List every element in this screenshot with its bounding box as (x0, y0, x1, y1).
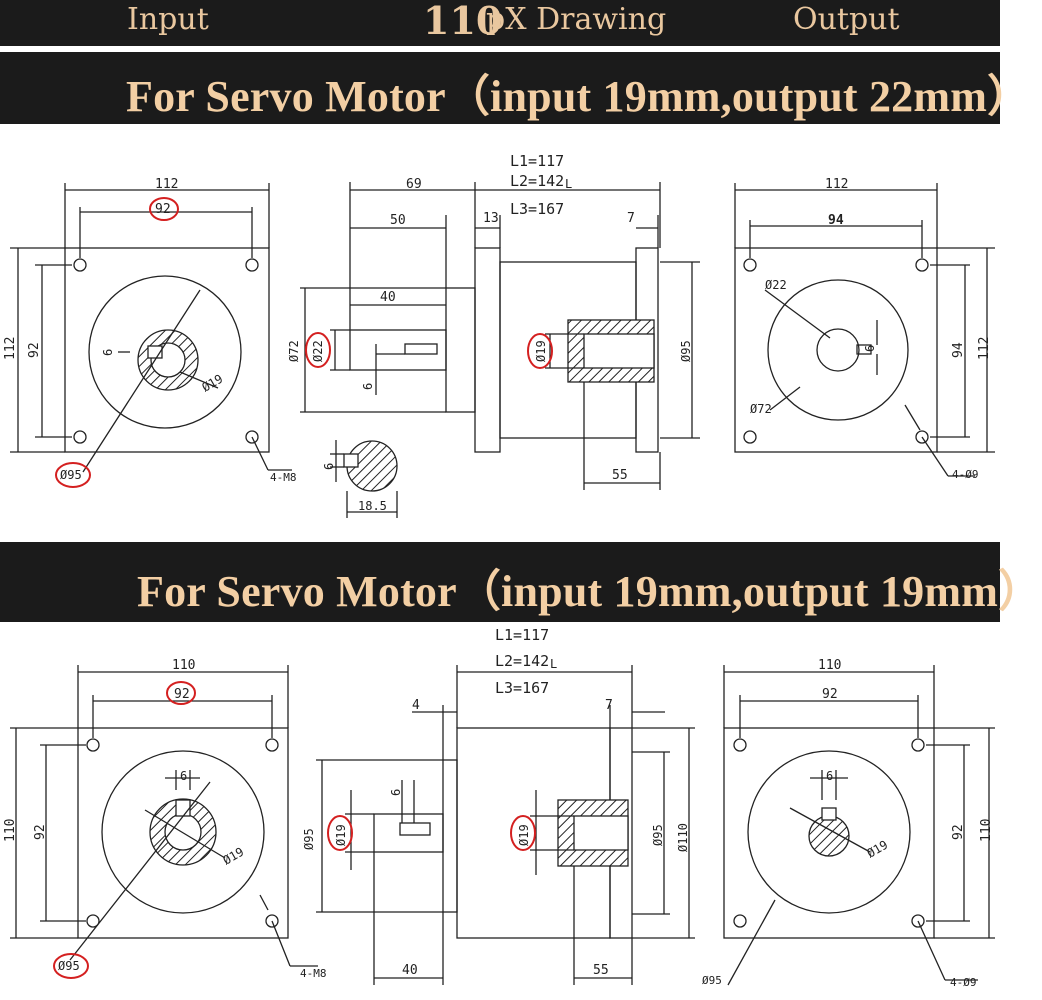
s1-in-key: 6 (101, 349, 115, 356)
s2-key6: 6 (389, 789, 403, 796)
s1-sec-width: 18.5 (358, 499, 387, 513)
s2-L-unit: L (550, 657, 557, 671)
s2-out-holes: 4-Ø9 (950, 976, 977, 989)
s1-out-d72: Ø72 (750, 402, 772, 416)
header-band (0, 0, 1000, 46)
s1-in-pilot: Ø95 (60, 468, 82, 482)
s2-input-face (10, 665, 318, 967)
s2-in-height: 110 (3, 819, 18, 842)
s1-in-bolt-v: 92 (27, 342, 42, 358)
s2-len7: 7 (605, 698, 613, 713)
s2-L1: L1=117 (495, 626, 549, 644)
s1-d72: Ø72 (287, 340, 301, 362)
section1-title-band (0, 52, 1000, 124)
s1-input-face (10, 183, 292, 473)
s2-in-bolt-v: 92 (33, 824, 48, 840)
s1-len7: 7 (627, 211, 635, 226)
s1-in-bore: Ø19 (200, 372, 226, 395)
s2-in-bore: Ø19 (221, 845, 247, 868)
s2-in-pilot: Ø95 (58, 959, 80, 973)
drawing-number: 110 (423, 0, 503, 43)
s2-out-pilot: Ø95 (702, 974, 722, 987)
s2-len40: 40 (402, 963, 418, 978)
s1-out-width: 112 (825, 177, 848, 192)
s1-output-face (734, 183, 995, 477)
s2-out-bolt: 92 (822, 687, 838, 702)
s1-in-height: 112 (3, 337, 18, 360)
s1-L1: L1=117 (510, 152, 564, 170)
s2-out-height: 110 (979, 819, 994, 842)
s1-L3: L3=167 (510, 200, 564, 218)
s2-len55: 55 (593, 963, 609, 978)
s1-L-unit: L (565, 177, 572, 191)
s1-shaft-section (330, 440, 398, 518)
s1-sec-key: 6 (322, 463, 336, 470)
s2-L2: L2=142 (495, 652, 549, 670)
s2-out-width: 110 (818, 658, 841, 673)
s2-output-face (723, 665, 995, 986)
s2-d95a: Ø95 (302, 828, 316, 850)
s1-len50: 50 (390, 213, 406, 228)
s1-L2: L2=142 (510, 172, 564, 190)
s1-d95: Ø95 (679, 340, 693, 362)
s1-len55: 55 (612, 468, 628, 483)
output-label: Output (793, 2, 900, 37)
section2-title: For Servo Motor（input 19mm,output 19mm） (137, 567, 1042, 616)
highlight-circles (53, 197, 553, 979)
input-label: Input (127, 2, 209, 37)
s2-d95b: Ø95 (651, 824, 665, 846)
s1-out-holes: 4-Ø9 (952, 468, 979, 481)
s1-k6: 6 (361, 383, 375, 390)
drawing-label: pX Drawing (486, 2, 667, 37)
s1-out-height: 112 (977, 337, 992, 360)
s2-d110: Ø110 (676, 823, 690, 852)
s2-side-view (316, 665, 695, 985)
s1-side-view (300, 182, 700, 490)
s2-out-key: 6 (826, 769, 833, 783)
s1-in-width: 112 (155, 177, 178, 192)
s2-d19a: Ø19 (334, 824, 348, 846)
s1-d19: Ø19 (534, 340, 548, 362)
s2-in-width: 110 (172, 658, 195, 673)
s1-d22: Ø22 (311, 340, 325, 362)
s1-out-d22: Ø22 (765, 278, 787, 292)
s1-in-thread: 4-M8 (270, 471, 297, 484)
section1-title: For Servo Motor（input 19mm,output 22mm） (126, 72, 1032, 121)
s1-out-key: 6 (863, 345, 877, 352)
s1-len69: 69 (406, 177, 422, 192)
s2-len4: 4 (412, 698, 420, 713)
s2-in-key: 6 (180, 769, 187, 783)
s1-len13: 13 (483, 211, 499, 226)
s2-out-bolt-v: 92 (951, 824, 966, 840)
drawing-canvas: 112 92 112 92 6 Ø19 Ø95 4-M8 L1=117 L2=1… (3, 152, 995, 989)
s1-out-bolt: 94 (828, 213, 844, 228)
s2-L3: L3=167 (495, 679, 549, 697)
s2-in-thread: 4-M8 (300, 967, 327, 980)
s2-d19b: Ø19 (517, 824, 531, 846)
section2-title-band (0, 542, 1000, 622)
s2-out-bore: Ø19 (865, 838, 891, 861)
s1-len40: 40 (380, 290, 396, 305)
s1-in-bolt: 92 (155, 202, 171, 217)
s1-out-bolt-v: 94 (951, 342, 966, 358)
s2-in-bolt: 92 (174, 687, 190, 702)
